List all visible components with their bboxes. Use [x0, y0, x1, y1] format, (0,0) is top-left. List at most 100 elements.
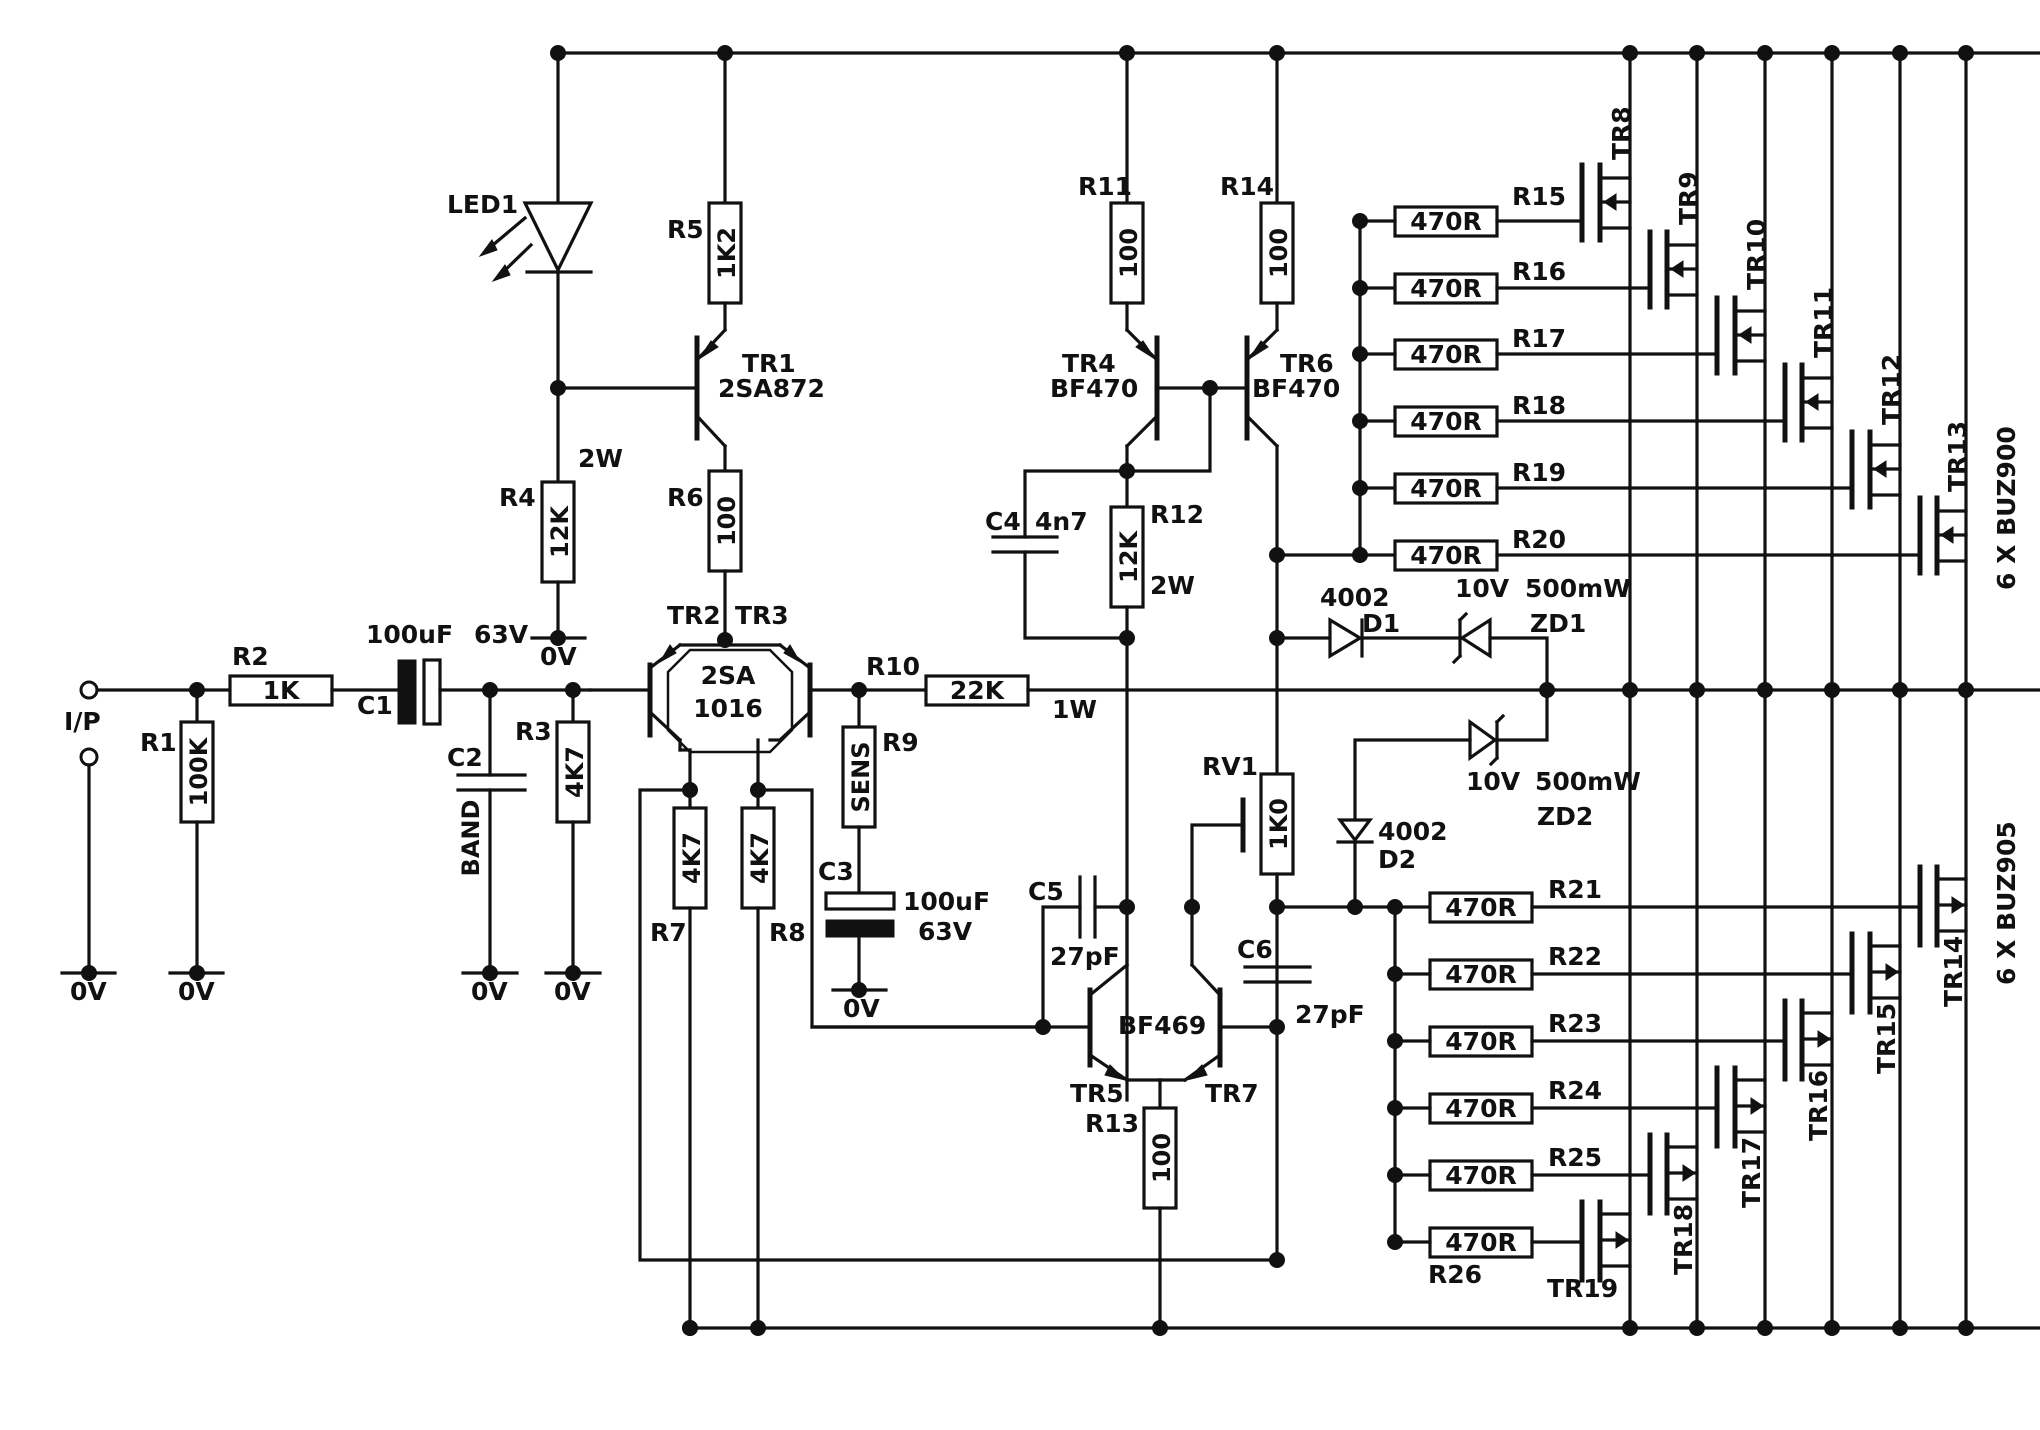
r18-value: 470R — [1410, 407, 1481, 436]
ground-label: 0V — [540, 642, 577, 671]
r5-ref: R5 — [667, 215, 704, 244]
rv1-ref: RV1 — [1202, 752, 1258, 781]
tr7-ref: TR7 — [1205, 1079, 1259, 1108]
zd2-symbol — [1468, 718, 1498, 762]
ground-label: 0V — [471, 977, 508, 1006]
tr17-ref: TR17 — [1737, 1137, 1766, 1208]
tr3-ref: TR3 — [735, 601, 789, 630]
gate-resistor-r15: R15 470R — [1352, 182, 1582, 238]
ground-symbol: 0V — [461, 965, 519, 1006]
driver-stage: R11 100 R14 100 TR4 BF470 TR6 BF470 R12 … — [985, 45, 1340, 1262]
mosfet-tr12: TR12 — [1849, 354, 1906, 510]
gate-resistor-r26: R26 470R — [1387, 1226, 1582, 1289]
node-dot — [565, 682, 581, 698]
node-dot — [482, 682, 498, 698]
output-stage-top: R15 470R R16 470R R17 470R R18 470R — [1269, 106, 2021, 590]
r18-ref: R18 — [1512, 391, 1566, 420]
ground-label: 0V — [178, 977, 215, 1006]
node-dot — [851, 682, 867, 698]
node-dot — [1269, 547, 1285, 563]
tr6-type: BF470 — [1252, 374, 1340, 403]
mosfet-tr16: TR16 — [1782, 998, 1834, 1141]
diff-pair-type-line2: 1016 — [693, 694, 763, 723]
d1-ref: D1 — [1362, 609, 1400, 638]
gate-resistor-r25: R25 470R — [1387, 1143, 1650, 1192]
tr9-ref: TR9 — [1674, 171, 1703, 225]
r8-value: 4K7 — [746, 832, 774, 884]
mosfet-tr13: TR13 — [1917, 421, 1972, 576]
input-stage: I/P R1 100K R2 1K C1 100uF 63V C2 BAND R… — [64, 620, 592, 975]
mosfet-tr10: TR10 — [1714, 219, 1771, 376]
mosfet-tr17: TR17 — [1714, 1065, 1767, 1208]
c6-ref: C6 — [1237, 935, 1273, 964]
node-dot — [1269, 45, 1285, 61]
mosfet-tr15: TR15 — [1849, 931, 1902, 1074]
c3-ref: C3 — [818, 857, 854, 886]
zd2-ref: ZD2 — [1537, 802, 1593, 831]
tr10-ref: TR10 — [1742, 219, 1771, 290]
d1-symbol — [1328, 617, 1364, 659]
tr15-ref: TR15 — [1872, 1003, 1901, 1074]
node-dot — [1184, 899, 1200, 915]
node-dot — [550, 380, 566, 396]
r17-ref: R17 — [1512, 324, 1566, 353]
gate-resistor-r17: R17 470R — [1352, 324, 1717, 371]
zd1-power: 500mW — [1525, 574, 1631, 603]
r9-ref: R9 — [882, 728, 919, 757]
r22-value: 470R — [1445, 960, 1516, 989]
current-source-stage: LED1 R4 12K 2W R5 1K2 TR1 2SA872 R6 100 — [447, 45, 825, 640]
r5-value: 1K2 — [713, 227, 741, 279]
tr6-ref: TR6 — [1280, 349, 1334, 378]
gate-resistor-r20: R20 470R — [1352, 525, 1920, 572]
zd1-ref: ZD1 — [1530, 609, 1586, 638]
gate-resistor-r16: R16 470R — [1352, 257, 1650, 305]
r26-value: 470R — [1445, 1228, 1516, 1257]
c1-ref: C1 — [357, 691, 393, 720]
tr4-ref: TR4 — [1062, 349, 1116, 378]
r10-rating: 1W — [1052, 695, 1097, 724]
led1-symbol — [522, 201, 594, 274]
r23-value: 470R — [1445, 1027, 1516, 1056]
ground-label: 0V — [554, 977, 591, 1006]
node-dot — [1269, 630, 1285, 646]
zd2-voltage: 10V — [1466, 767, 1521, 796]
r12-rating: 2W — [1150, 571, 1195, 600]
tr13-ref: TR13 — [1943, 421, 1972, 492]
zd1-voltage: 10V — [1455, 574, 1510, 603]
c3-value: 100uF — [903, 887, 990, 916]
r12-value: 12K — [1115, 530, 1143, 583]
tr1-type: 2SA872 — [718, 374, 825, 403]
tr5-ref: TR5 — [1070, 1079, 1124, 1108]
tr2-ref: TR2 — [667, 601, 721, 630]
r17-value: 470R — [1410, 340, 1481, 369]
gate-resistor-r23: R23 470R — [1387, 1009, 1785, 1058]
ground-symbol: 0V — [831, 982, 888, 1023]
gate-resistor-r19: R19 470R — [1352, 458, 1852, 505]
r13-value: 100 — [1148, 1133, 1176, 1183]
r10-ref: R10 — [866, 652, 920, 681]
c4-ref: C4 — [985, 507, 1021, 536]
r25-ref: R25 — [1548, 1143, 1602, 1172]
r4-rating: 2W — [578, 444, 623, 473]
c1-value: 100uF — [366, 620, 453, 649]
input-label: I/P — [64, 707, 101, 736]
r7-ref: R7 — [650, 918, 687, 947]
mosfet-tr9: TR9 — [1647, 171, 1703, 310]
ground-label: 0V — [70, 977, 107, 1006]
node-dot — [1539, 682, 1555, 698]
r7-value: 4K7 — [678, 832, 706, 884]
d2-symbol — [1336, 818, 1374, 843]
mosfet-tr11: TR11 — [1782, 287, 1838, 443]
r11-ref: R11 — [1078, 172, 1132, 201]
rv1-value: 1K0 — [1265, 798, 1293, 850]
diff-pair-outline — [666, 648, 794, 754]
r6-value: 100 — [713, 496, 741, 546]
r26-ref: R26 — [1428, 1260, 1482, 1289]
node-dot — [750, 782, 766, 798]
r12-ref: R12 — [1150, 500, 1204, 529]
led1-ref: LED1 — [447, 190, 518, 219]
node-dot — [682, 782, 698, 798]
r8-ref: R8 — [769, 918, 806, 947]
node-dot — [1152, 1320, 1168, 1336]
